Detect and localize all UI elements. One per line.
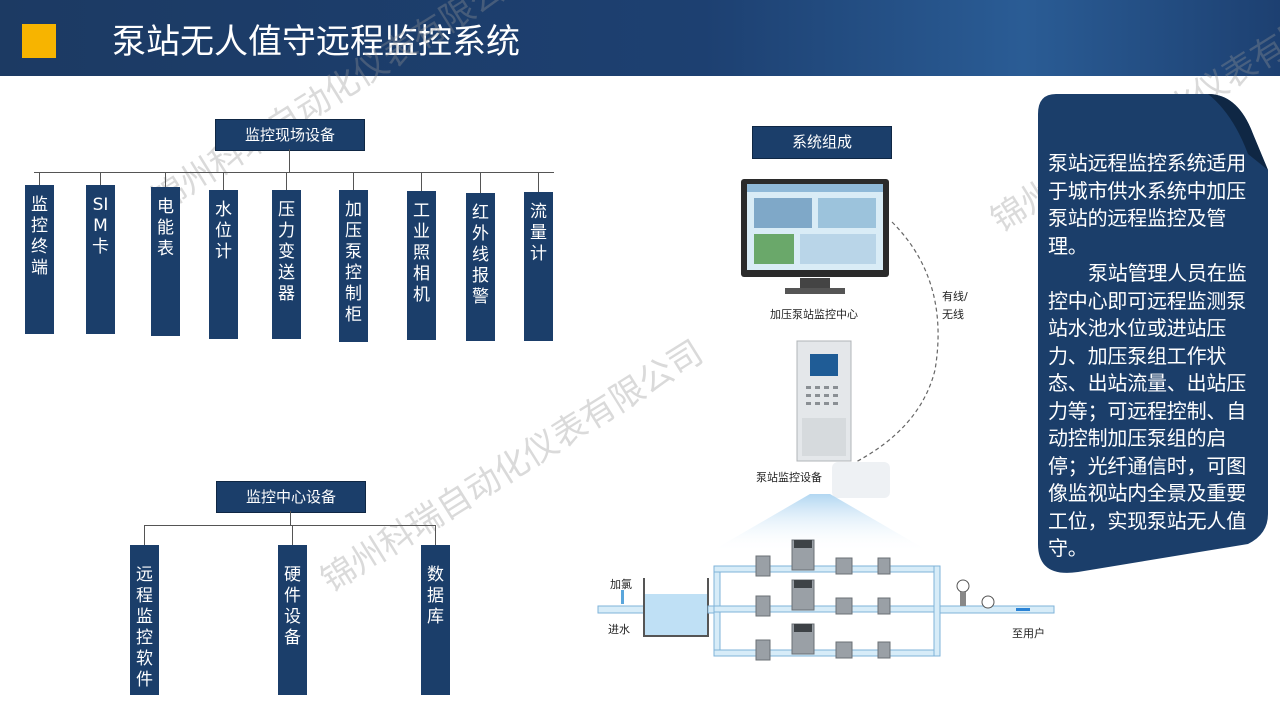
cabinet-stand <box>832 462 890 498</box>
description-text: 泵站远程监控系统适用于城市供水系统中加压泵站的远程监控及管理。 泵站管理人员在监… <box>1048 150 1262 563</box>
pump-station-diagram <box>597 539 1055 661</box>
cabinet-illustration <box>796 340 852 462</box>
site-device-box: 水位计 <box>209 190 238 339</box>
system-label: 系统组成 <box>752 126 892 159</box>
tree-connector <box>144 525 436 526</box>
description-para-2: 泵站管理人员在监控中心即可远程监测泵站水池水位或进站压力、加压泵组工作状态、出站… <box>1048 261 1247 560</box>
tree-connector <box>435 525 436 545</box>
tree-connector <box>480 172 481 193</box>
site-device-box: 红外线报警 <box>466 193 495 341</box>
tree-connector <box>421 172 422 191</box>
to-user-label: 至用户 <box>1012 627 1045 640</box>
site-device-box: 流量计 <box>524 192 553 341</box>
monitor-illustration <box>741 179 889 294</box>
tree-connector <box>538 172 539 192</box>
site-devices-label: 监控现场设备 <box>215 119 365 151</box>
chlorine-label: 加氯 <box>610 578 632 591</box>
tree-connector <box>290 511 291 525</box>
tree-connector <box>223 172 224 190</box>
description-para-1: 泵站远程监控系统适用于城市供水系统中加压泵站的远程监控及管理。 <box>1048 151 1246 258</box>
link-line <box>849 221 939 466</box>
monitor-caption: 加压泵站监控中心 <box>770 308 858 321</box>
tree-connector <box>286 172 287 190</box>
site-device-box: 监控终端 <box>25 185 54 334</box>
signal-beam <box>710 494 930 552</box>
link-caption: 无线 <box>942 308 964 321</box>
tree-connector <box>39 172 40 185</box>
site-device-box: SIM卡 <box>86 185 115 334</box>
center-device-box: 远程监控软件 <box>130 545 159 695</box>
center-devices-label: 监控中心设备 <box>216 481 366 513</box>
site-device-box: 加压泵控制柜 <box>339 190 368 342</box>
site-device-box: 压力变送器 <box>272 190 301 339</box>
site-device-box: 工业照相机 <box>407 191 436 340</box>
description-card <box>1038 94 1268 573</box>
tree-connector <box>165 172 166 187</box>
page-title: 泵站无人值守远程监控系统 <box>112 22 520 62</box>
center-device-box: 数据库 <box>421 545 450 695</box>
tree-connector <box>292 525 293 545</box>
header-accent-square <box>22 24 56 58</box>
tree-connector <box>34 172 554 173</box>
inlet-label: 进水 <box>608 623 630 636</box>
tree-connector <box>289 149 290 172</box>
site-device-box: 电能表 <box>151 187 180 336</box>
tree-connector <box>353 172 354 190</box>
cabinet-caption: 泵站监控设备 <box>756 471 822 484</box>
tree-connector <box>144 525 145 545</box>
link-caption: 有线/ <box>942 290 968 303</box>
center-device-box: 硬件设备 <box>278 545 307 695</box>
tree-connector <box>100 172 101 185</box>
header-bar <box>0 0 1280 76</box>
